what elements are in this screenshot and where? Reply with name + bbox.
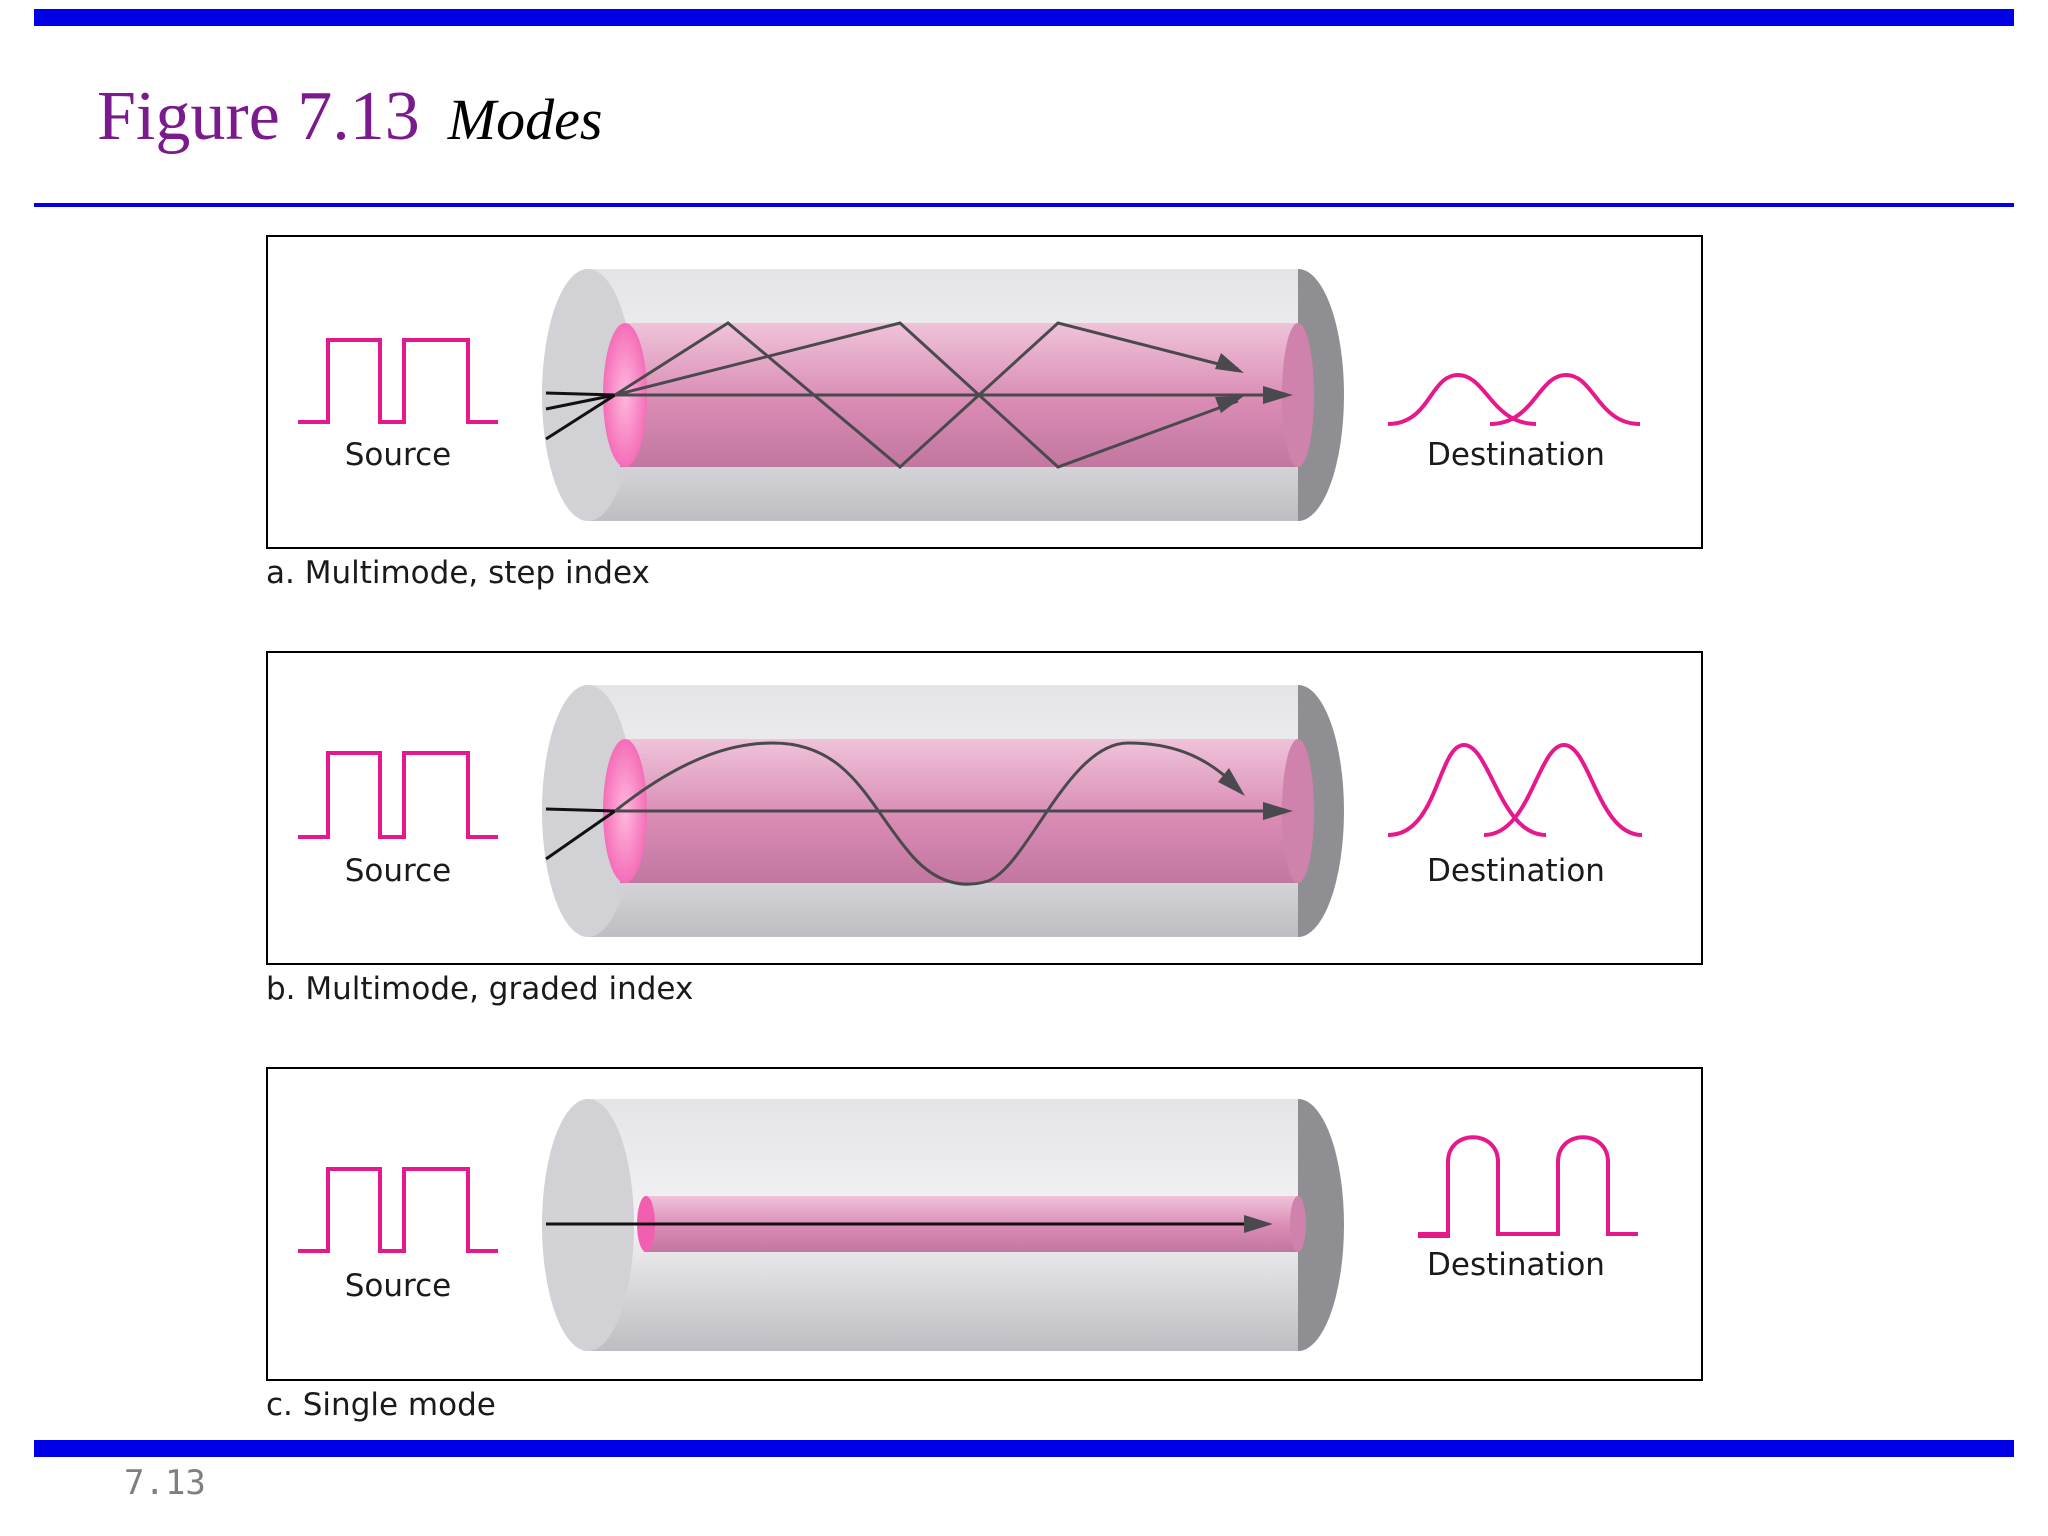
title-divider <box>34 203 2014 207</box>
arrowhead-icon <box>1263 802 1293 820</box>
light-rays <box>546 1215 1273 1233</box>
panel-single-mode: Source Destination <box>266 1067 1703 1381</box>
arrowhead-icon <box>1244 1215 1273 1233</box>
source-square-pulse-icon <box>298 338 498 424</box>
source-square-pulse-icon <box>298 1167 498 1253</box>
source-label: Source <box>345 437 451 473</box>
arrowhead-icon <box>1215 353 1244 373</box>
figure-title: Modes <box>447 87 603 152</box>
caption-multimode-step-index: a. Multimode, step index <box>266 555 650 591</box>
panel-multimode-step-index: Source Destination <box>266 235 1703 549</box>
caption-single-mode: c. Single mode <box>266 1387 496 1423</box>
destination-square-pulse-icon <box>1418 1159 1450 1238</box>
page-number: 7.13 <box>124 1463 206 1503</box>
destination-label: Destination <box>1427 1247 1605 1283</box>
arrowhead-icon <box>1263 386 1293 404</box>
light-rays <box>614 741 1293 886</box>
caption-multimode-graded-index: b. Multimode, graded index <box>266 971 694 1007</box>
destination-rounded-pulse-icon <box>1418 1135 1638 1236</box>
panel-multimode-graded-index: Source Destination <box>266 651 1703 965</box>
destination-label: Destination <box>1427 437 1605 473</box>
step-index-diagram: Source Destination <box>298 269 1641 521</box>
source-square-pulse-icon <box>298 751 498 839</box>
destination-dispersed-pulse-icon <box>1387 742 1643 837</box>
top-accent-bar <box>34 9 2014 26</box>
source-label: Source <box>345 853 451 889</box>
destination-label: Destination <box>1427 853 1605 889</box>
arrowhead-icon <box>1218 768 1245 796</box>
source-label: Source <box>345 1268 451 1304</box>
single-mode-diagram: Source Destination <box>298 1099 1638 1351</box>
figure-label: Figure 7.13 <box>97 78 420 155</box>
graded-index-diagram: Source Destination <box>298 685 1643 937</box>
bottom-accent-bar <box>34 1440 2014 1457</box>
light-rays <box>614 321 1293 469</box>
destination-dispersed-pulse-icon <box>1387 372 1641 426</box>
arrowhead-icon <box>1215 396 1244 413</box>
